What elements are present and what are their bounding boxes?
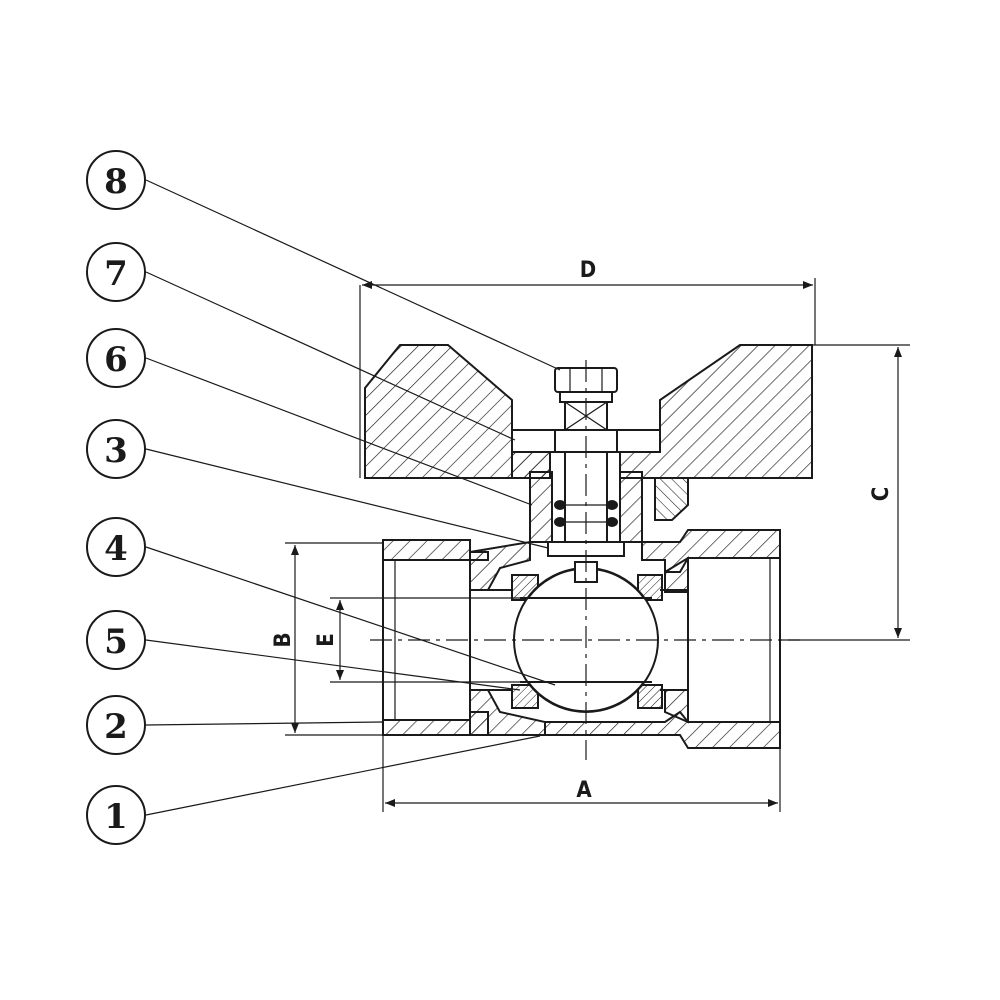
dim-label-d: D [580,258,596,283]
callout-label-6: 6 [104,340,128,380]
callout-label-7: 7 [104,254,128,294]
valve-body [382,529,781,749]
callout-2: 2 [86,695,146,755]
callout-label-8: 8 [104,162,128,202]
dimension-e: E [314,597,520,683]
callout-label-2: 2 [104,707,128,747]
dimension-d: D [359,258,816,478]
bonnet [529,471,643,543]
dim-label-a: A [576,778,592,803]
dimension-b: B [271,542,383,736]
callout-1: 1 [86,785,146,845]
leader-lines [145,179,561,816]
callout-8: 8 [86,150,146,210]
dim-label-c: C [869,487,894,502]
callout-6: 6 [86,328,146,388]
center-lines [370,360,800,760]
callout-7: 7 [86,242,146,302]
callout-3: 3 [86,419,146,479]
callout-label-4: 4 [104,529,128,569]
dim-label-b: B [271,632,296,647]
dim-label-e: E [314,633,339,647]
callout-label-3: 3 [104,431,128,471]
callout-5: 5 [86,610,146,670]
callout-4: 4 [86,517,146,577]
dimension-c: C [780,344,910,641]
callout-label-1: 1 [104,797,128,837]
dimension-a: A [382,735,781,812]
callout-label-5: 5 [104,622,128,662]
